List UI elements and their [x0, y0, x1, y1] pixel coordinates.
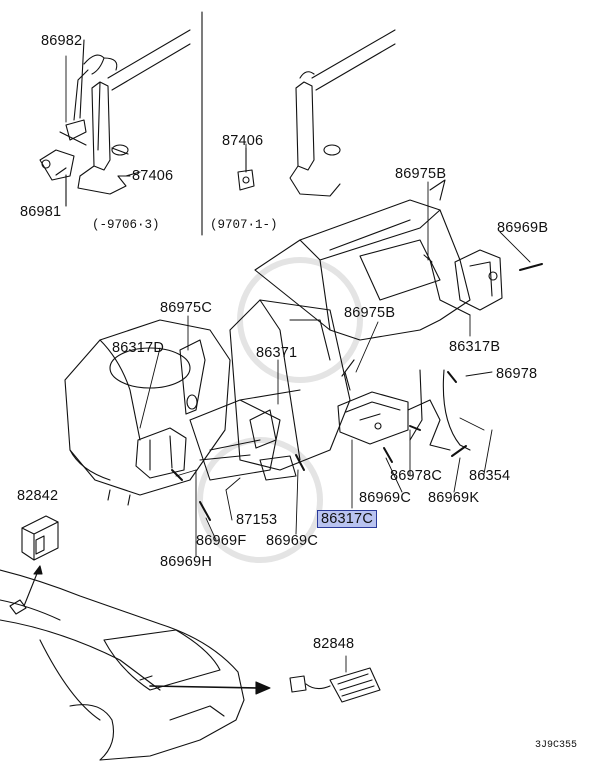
switch-82842	[21, 515, 59, 561]
car-outline	[0, 569, 245, 761]
part-label-86981[interactable]: 86981	[20, 204, 62, 220]
part-label-86969k[interactable]: 86969K	[428, 490, 480, 506]
part-label-86317c-highlighted[interactable]: 86317C	[317, 510, 377, 528]
part-label-86975c[interactable]: 86975C	[160, 300, 212, 316]
part-label-87153[interactable]: 87153	[236, 512, 278, 528]
sensor-part-87406	[237, 147, 255, 191]
date-range-left: (-9706·3)	[92, 218, 160, 232]
date-range-right: (9707·1-)	[210, 218, 278, 232]
part-label-86978[interactable]: 86978	[496, 366, 538, 382]
part-label-86371[interactable]: 86371	[256, 345, 298, 361]
part-label-86978c[interactable]: 86978C	[390, 468, 442, 484]
part-label-86969h[interactable]: 86969H	[160, 554, 212, 570]
part-label-87406[interactable]: 87406	[222, 133, 264, 149]
part-label-86317d[interactable]: 86317D	[112, 340, 164, 356]
part-label-86975b[interactable]: 86975B	[395, 166, 447, 182]
part-label-86354[interactable]: 86354	[469, 468, 511, 484]
arrow-head	[255, 681, 271, 695]
part-label-86969c[interactable]: 86969C	[266, 533, 318, 549]
part-label-86969f[interactable]: 86969F	[196, 533, 247, 549]
part-label-86982[interactable]: 86982	[41, 33, 83, 49]
sensor-assembly-left	[39, 29, 191, 207]
part-label-82848[interactable]: 82848	[313, 636, 355, 652]
leader-lines	[65, 55, 531, 557]
arrow-head	[33, 565, 43, 575]
part-label-86969c[interactable]: 86969C	[359, 490, 411, 506]
part-label-86969b[interactable]: 86969B	[497, 220, 549, 236]
heater-unit	[64, 179, 543, 521]
pedal-switch-82848	[289, 655, 381, 703]
diagram-code: 3J9C355	[535, 740, 578, 751]
part-label-86975b[interactable]: 86975B	[344, 305, 396, 321]
pointer-arrow	[149, 685, 261, 689]
part-label-86317b[interactable]: 86317B	[449, 339, 501, 355]
part-label-82842[interactable]: 82842	[17, 488, 59, 504]
part-label-87406[interactable]: 87406	[132, 168, 174, 184]
sensor-assembly-right	[289, 29, 396, 197]
